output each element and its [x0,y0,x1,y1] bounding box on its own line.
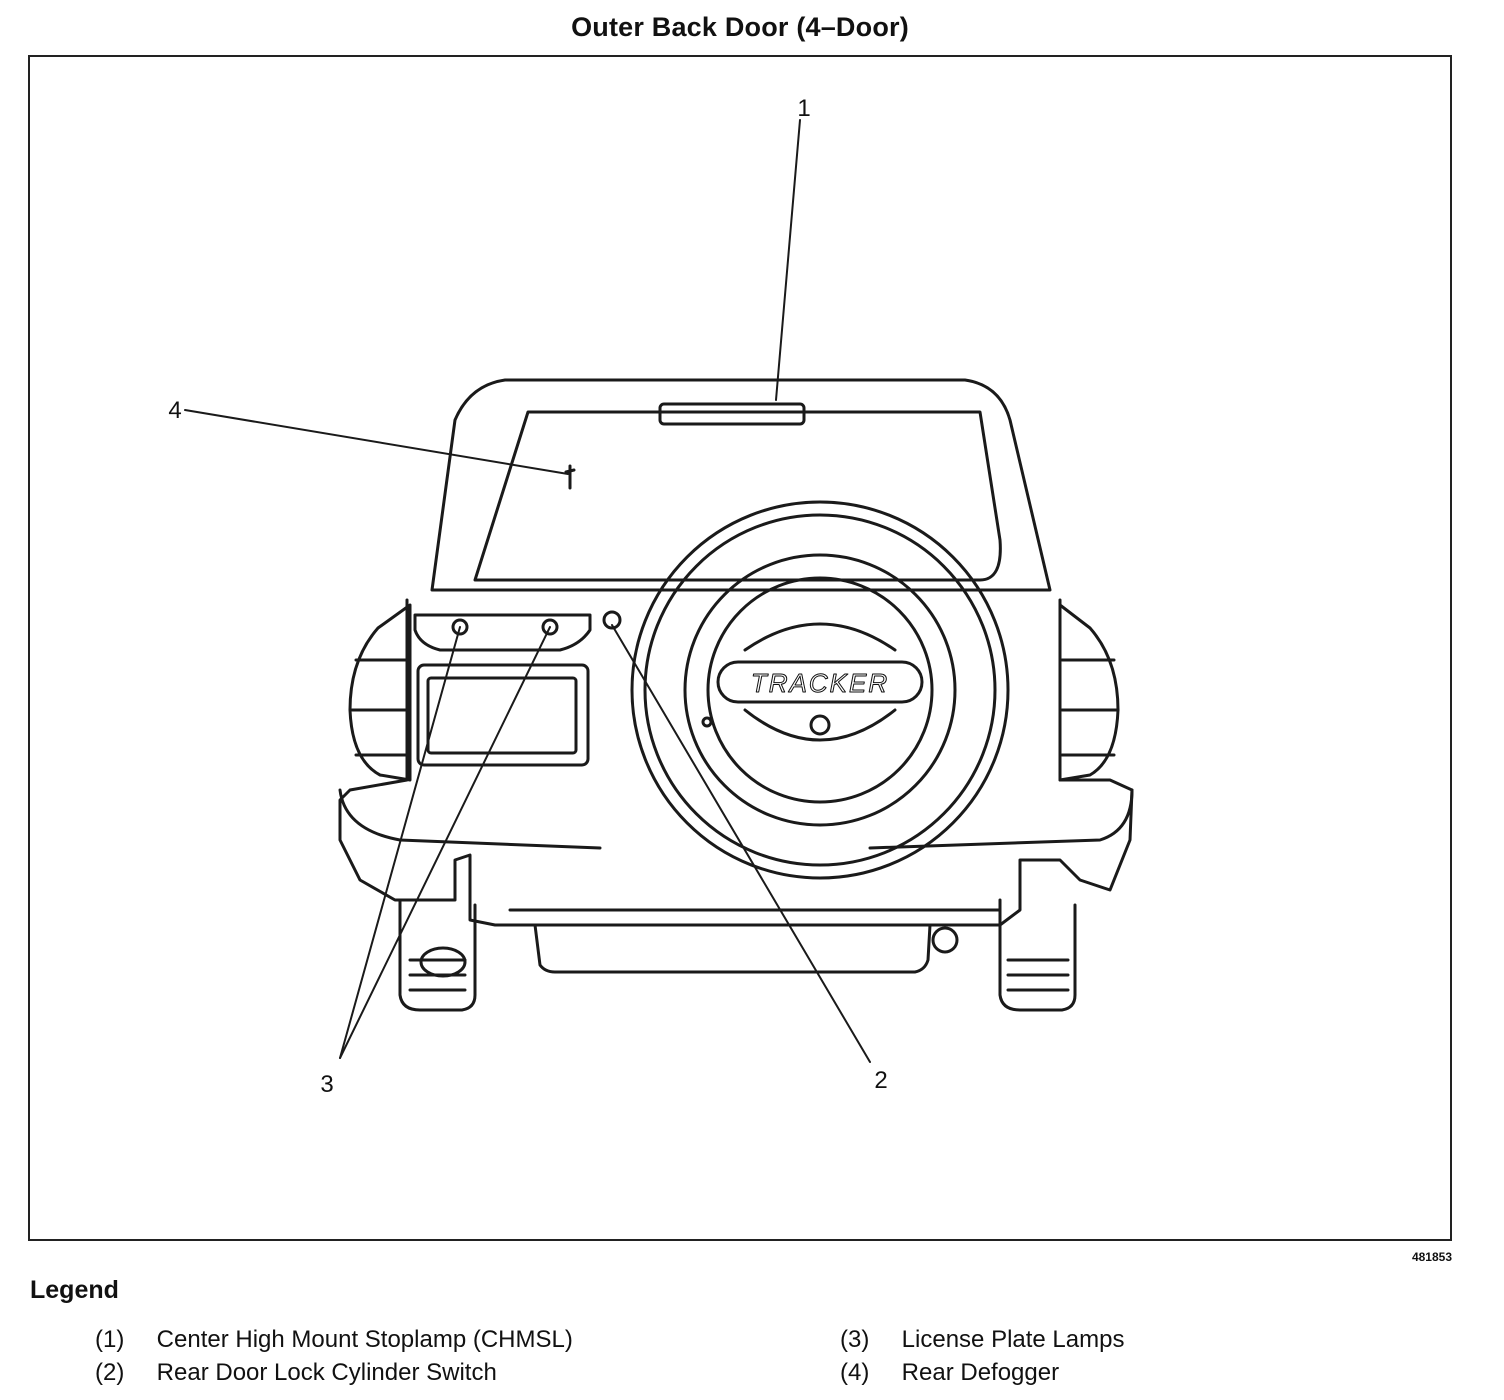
tow-hook [931,926,959,954]
legend-item-label: Rear Door Lock Cylinder Switch [156,1359,497,1386]
door-lock-cylinder [602,610,622,630]
diagram-frame [28,55,1452,1241]
legend-title: Legend [30,1276,119,1304]
rear-bumper [338,788,1134,850]
callout-1: 1 [797,95,810,122]
legend-item-label: Rear Defogger [901,1359,1060,1386]
legend-item-2: (2) Rear Door Lock Cylinder Switch [95,1359,497,1387]
fuel-tank [533,923,932,974]
tracker-badge: TRACKER [751,668,889,698]
license-lamp-right [541,618,559,636]
vehicle-rear-drawing: 1 4 3 2 TRACKER [168,95,1134,1098]
left-tail-lamp [348,603,412,782]
callout-4: 4 [168,397,181,424]
spare-tire [630,500,1010,880]
legend-item-label: Center High Mount Stoplamp (CHMSL) [156,1326,573,1353]
left-wheel [398,898,477,1012]
exhaust-tip [419,946,467,978]
license-plate-recess [416,663,590,767]
legend-item-4: (4) Rear Defogger [840,1359,1059,1387]
chmsl-lamp [658,402,806,426]
defogger-mark [564,464,576,490]
diagram-title: Outer Back Door (4–Door) [571,12,909,42]
legend-item-number: (2) [95,1359,125,1386]
callout-2: 2 [874,1067,887,1094]
legend-item-number: (1) [95,1326,125,1353]
right-wheel [998,898,1077,1012]
legend-item-1: (1) Center High Mount Stoplamp (CHMSL) [95,1326,573,1354]
legend-item-label: License Plate Lamps [901,1326,1125,1353]
lower-body [338,598,1134,927]
legend-item-3: (3) License Plate Lamps [840,1326,1124,1354]
figure-id: 481853 [1411,1250,1452,1264]
license-lamp-left [451,618,469,636]
callout-leaders [184,119,871,1063]
rear-window [473,410,1002,582]
legend-item-number: (3) [840,1326,870,1353]
license-lamp-housing [413,613,592,652]
callout-3: 3 [320,1071,333,1098]
legend-item-number: (4) [840,1359,870,1386]
body-outline [430,378,1052,592]
